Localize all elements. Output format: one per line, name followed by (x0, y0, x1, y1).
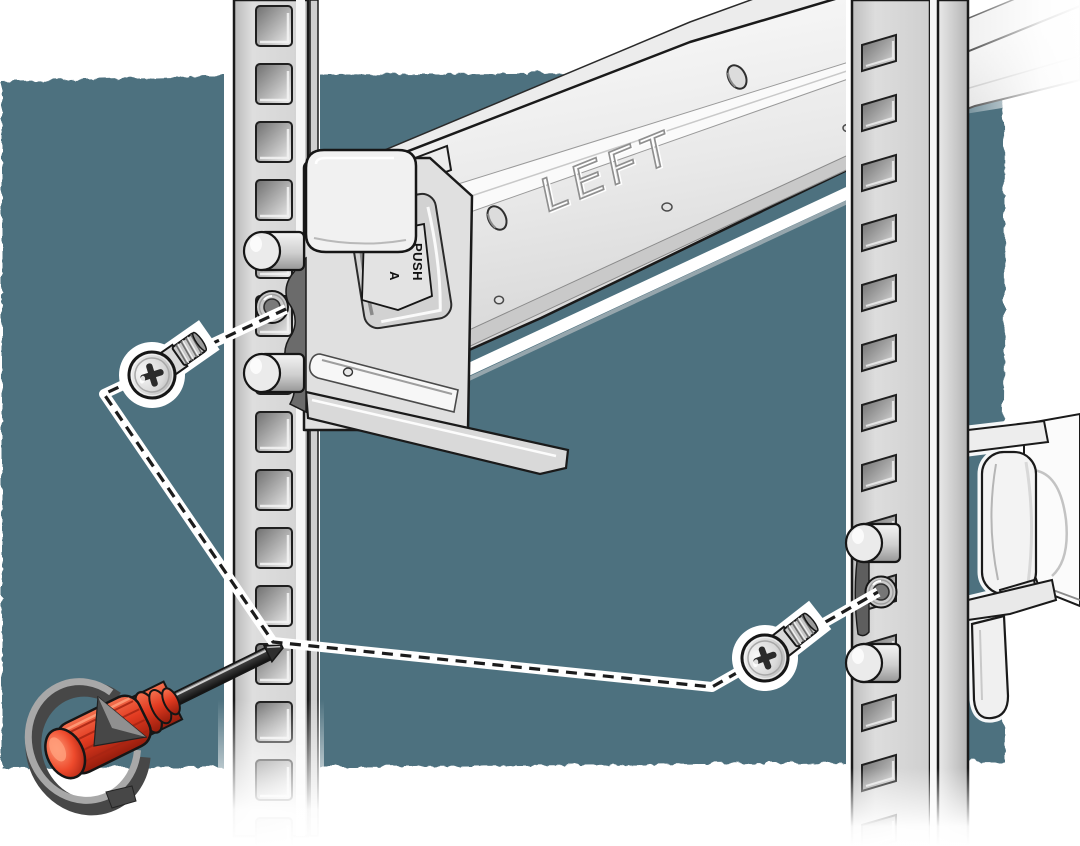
push-tab-slot-label: A (387, 271, 402, 281)
rack-hole (861, 453, 897, 493)
rack-hole (861, 93, 897, 133)
rear-rack-post (844, 0, 970, 846)
mounting-screw-rear (732, 600, 832, 691)
rail-front-bracket: PUSH A (242, 148, 570, 476)
rail-rivet (493, 295, 505, 305)
rail-oval-hole (486, 205, 508, 231)
rail-rear-bracket (963, 409, 1080, 723)
rail-rivet (661, 202, 673, 212)
rack-hole (861, 213, 897, 253)
bracket-pin (844, 642, 902, 684)
rack-hole (255, 585, 293, 627)
bracket-pin (844, 522, 902, 564)
bracket-pin (242, 352, 306, 394)
rack-hole (255, 179, 293, 221)
rail-oval-hole (726, 64, 748, 90)
rack-hole (861, 693, 897, 733)
push-tab-label: PUSH (410, 243, 425, 281)
rack-hole (861, 333, 897, 373)
rear-post-fade (842, 768, 1012, 846)
rack-hole (861, 273, 897, 313)
rack-hole (255, 5, 293, 47)
screwdriver (44, 644, 284, 780)
rack-hole (255, 121, 293, 163)
rack-hole (255, 63, 293, 105)
rotation-arrow-icon (24, 678, 151, 816)
rack-hole (861, 393, 897, 433)
rack-hole (255, 411, 293, 453)
rack-hole (861, 33, 897, 73)
front-post-fade (218, 700, 324, 846)
bracket-pin (242, 230, 306, 272)
rack-hole (255, 527, 293, 569)
rack-hole (255, 469, 293, 511)
mounting-screw-front (119, 320, 220, 408)
rack-hole (861, 153, 897, 193)
rotation-arrow-head (93, 695, 148, 747)
